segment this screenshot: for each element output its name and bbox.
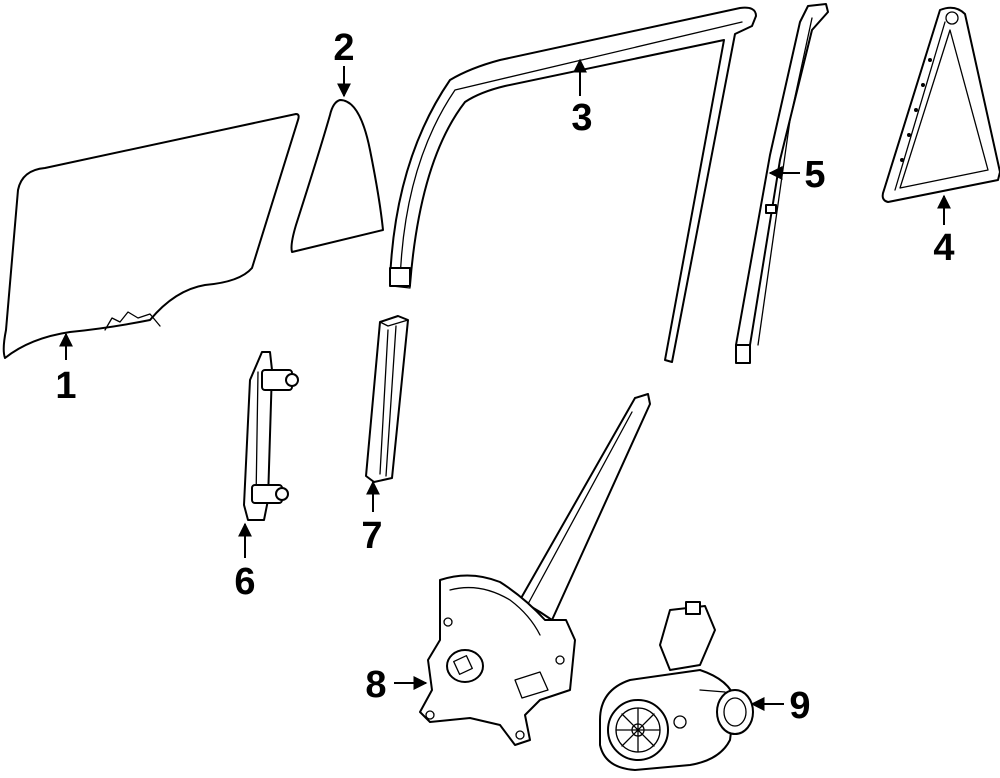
part-5-rear-channel[interactable] [735, 3, 829, 364]
callout-5[interactable]: 5 [768, 154, 826, 196]
svg-text:6: 6 [234, 561, 255, 603]
svg-text:3: 3 [571, 97, 592, 139]
callout-9[interactable]: 9 [750, 685, 811, 727]
part-9-regulator-motor[interactable] [599, 601, 754, 771]
svg-text:5: 5 [804, 154, 825, 196]
part-3-run-channel[interactable] [389, 6, 757, 363]
part-6-guide-rail[interactable] [243, 351, 299, 521]
part-7-division-seal[interactable] [365, 315, 409, 483]
callout-7[interactable]: 7 [361, 480, 383, 557]
svg-text:7: 7 [361, 515, 382, 557]
callout-8[interactable]: 8 [365, 664, 428, 706]
callout-2[interactable]: 2 [333, 27, 355, 98]
svg-text:8: 8 [365, 664, 386, 706]
callout-4[interactable]: 4 [933, 194, 955, 269]
part-2-quarter-glass[interactable] [290, 99, 384, 253]
svg-text:9: 9 [789, 685, 810, 727]
part-4-quarter-frame[interactable] [881, 6, 1000, 203]
part-8-window-regulator[interactable] [419, 393, 651, 746]
callout-1[interactable]: 1 [55, 332, 77, 407]
svg-text:1: 1 [55, 365, 76, 407]
svg-text:2: 2 [333, 27, 354, 69]
svg-text:4: 4 [933, 227, 954, 269]
callout-3[interactable]: 3 [571, 58, 593, 139]
part-1-door-glass[interactable] [2, 113, 300, 359]
callout-6[interactable]: 6 [234, 522, 256, 603]
